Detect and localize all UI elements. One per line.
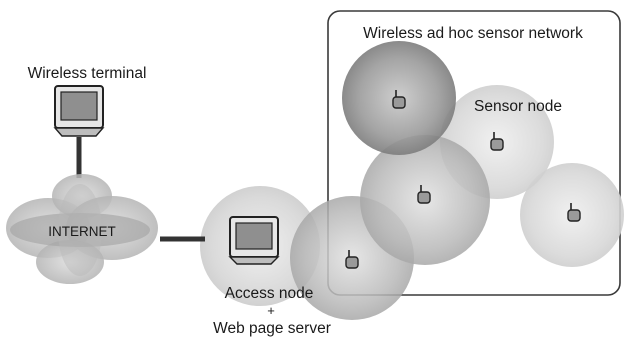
sensor-node-icon bbox=[392, 90, 406, 109]
sensor-node-label: Sensor node bbox=[474, 98, 562, 115]
sensor-node-icon bbox=[567, 203, 581, 222]
internet-cloud bbox=[6, 174, 158, 284]
wireless-terminal-icon bbox=[53, 85, 105, 137]
sensor-node-icon bbox=[490, 132, 504, 151]
access-node-label: Access node bbox=[225, 285, 314, 302]
sensor-node-icon bbox=[417, 185, 431, 204]
access-node-icon bbox=[228, 216, 280, 265]
network-title: Wireless ad hoc sensor network bbox=[363, 25, 583, 42]
wireless-terminal-label: Wireless terminal bbox=[28, 65, 147, 82]
sensor-node-icon bbox=[345, 250, 359, 269]
web-server-label: Web page server bbox=[213, 320, 331, 337]
internet-label: INTERNET bbox=[48, 224, 116, 239]
plus-label: + bbox=[267, 303, 275, 318]
sensor-network-boundary bbox=[327, 10, 621, 296]
